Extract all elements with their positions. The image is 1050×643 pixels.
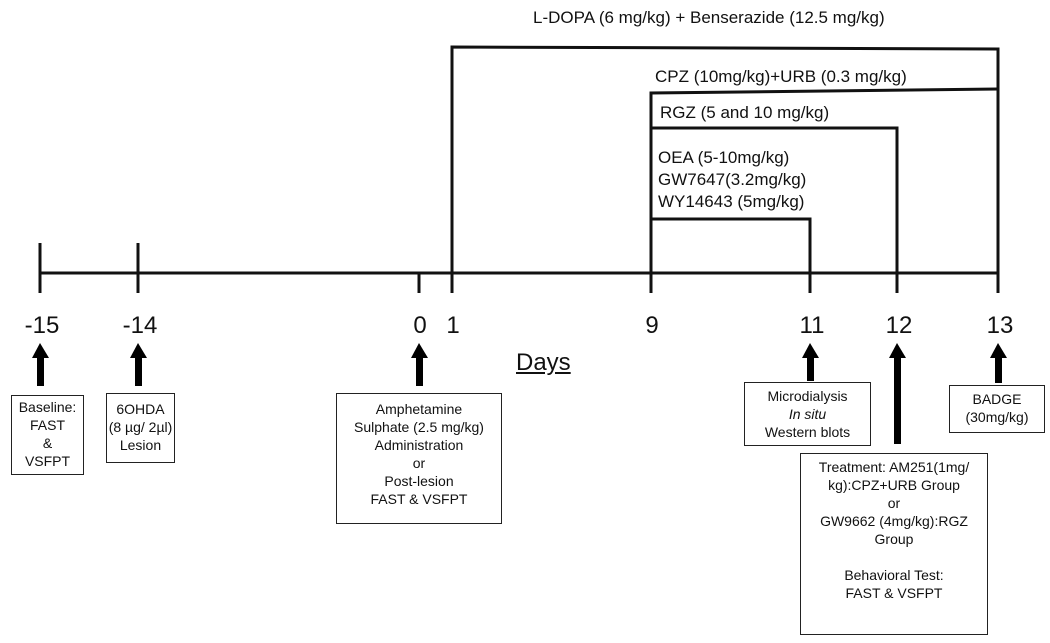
cpz-bracket: [649, 87, 999, 273]
box-line: (8 µg/ 2µl): [108, 419, 173, 435]
tick-label: 13: [986, 312, 1014, 339]
lesion-box: 6OHDA (8 µg/ 2µl) Lesion: [106, 393, 175, 463]
days-axis-label: Days: [516, 349, 571, 376]
tick-label: 12: [885, 312, 913, 339]
box-line: FAST: [29, 417, 65, 433]
rgz-bracket: [651, 126, 899, 273]
baseline-box: Baseline: FAST & VSFPT: [11, 395, 84, 475]
box-line: Post-lesion: [384, 473, 454, 489]
arrow-icon: [802, 343, 819, 381]
box-line: Administration: [374, 437, 464, 453]
arrow-icon: [130, 343, 147, 386]
tick-label: 11: [799, 312, 825, 339]
rgz-label: RGZ (5 and 10 mg/kg): [660, 103, 830, 122]
badge-box: BADGE (30mg/kg): [949, 385, 1045, 433]
wy14643-label: WY14643 (5mg/kg): [658, 192, 805, 211]
box-line: Western blots: [764, 424, 851, 440]
box-line: GW9662 (4mg/kg):RGZ: [820, 513, 968, 529]
tick-label: -14: [122, 312, 158, 339]
gw7647-label: GW7647(3.2mg/kg): [658, 170, 807, 189]
ldopa-label: L-DOPA (6 mg/kg) + Benserazide (12.5 mg/…: [533, 8, 885, 27]
box-line: &: [42, 435, 53, 451]
oea-bracket: [651, 217, 812, 273]
box-line: Lesion: [119, 437, 162, 453]
arrow-icon: [990, 343, 1007, 383]
box-line: (30mg/kg): [965, 409, 1029, 425]
arrow-icon: [889, 343, 906, 444]
ldopa-bracket: [450, 45, 1000, 273]
box-line: kg):CPZ+URB Group: [828, 477, 960, 493]
box-line: Treatment: AM251(1mg/: [818, 459, 970, 475]
box-line: BADGE: [972, 391, 1022, 407]
arrow-icon: [32, 343, 49, 386]
microdialysis-box: Microdialysis In situ Western blots: [744, 382, 871, 446]
box-line: Behavioral Test:: [844, 567, 944, 583]
box-line: or: [887, 495, 901, 511]
box-line: or: [412, 455, 426, 471]
cpz-label: CPZ (10mg/kg)+URB (0.3 mg/kg): [655, 67, 907, 86]
tick-label: -15: [24, 312, 60, 339]
box-line: Amphetamine: [375, 401, 463, 417]
arrow-icon: [411, 343, 428, 386]
box-line: 6OHDA: [116, 401, 165, 417]
amphetamine-box: Amphetamine Sulphate (2.5 mg/kg) Adminis…: [336, 393, 502, 524]
tick-label: 9: [645, 312, 659, 339]
box-line: In situ: [788, 406, 827, 422]
box-line: Microdialysis: [767, 388, 848, 404]
box-line: Sulphate (2.5 mg/kg): [354, 419, 484, 435]
treatment-box: Treatment: AM251(1mg/ kg):CPZ+URB Group …: [800, 453, 988, 635]
box-line: [801, 548, 987, 566]
tick-label: 1: [446, 312, 460, 339]
box-line: FAST & VSFPT: [845, 585, 943, 601]
box-line: Baseline:: [18, 399, 77, 415]
box-line: FAST & VSFPT: [370, 491, 468, 507]
tick-label: 0: [413, 312, 427, 339]
oea-label: OEA (5-10mg/kg): [658, 148, 790, 167]
box-line: Group: [874, 531, 914, 547]
box-line: VSFPT: [24, 453, 71, 469]
